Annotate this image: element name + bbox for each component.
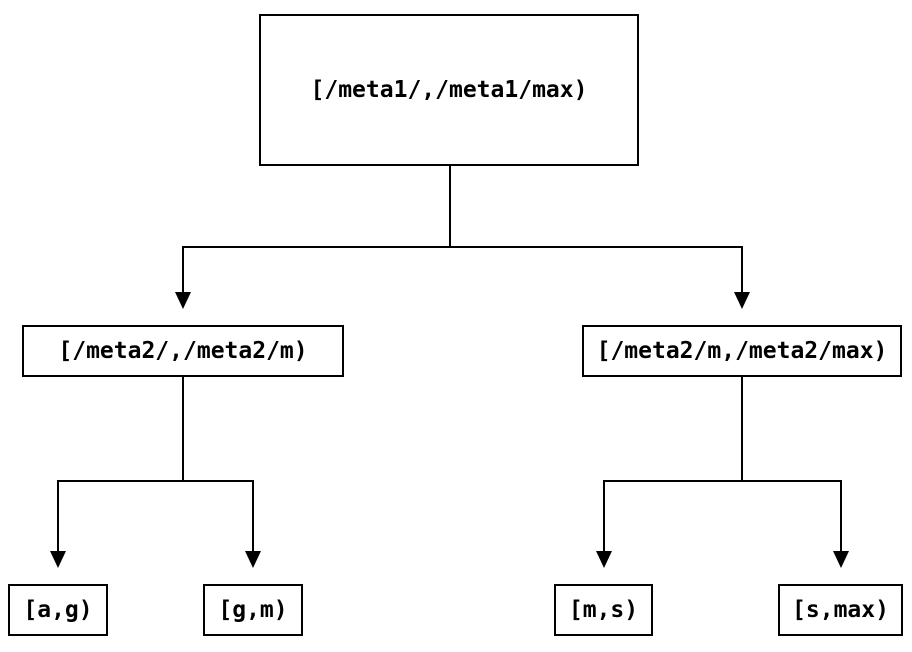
node-left-child-label: [/meta2/,/meta2/m) <box>58 338 308 364</box>
node-left-child: [/meta2/,/meta2/m) <box>22 325 344 377</box>
node-leaf-ag: [a,g) <box>8 584 108 636</box>
node-root: [/meta1/,/meta1/max) <box>259 14 639 166</box>
node-leaf-ms: [m,s) <box>554 584 653 636</box>
node-right-child-label: [/meta2/m,/meta2/max) <box>596 338 888 364</box>
node-right-child: [/meta2/m,/meta2/max) <box>582 325 902 377</box>
arrowhead-icon <box>175 292 191 309</box>
arrowhead-icon <box>734 292 750 309</box>
arrowhead-icon <box>245 551 261 568</box>
node-leaf-gm-label: [g,m) <box>218 597 288 623</box>
node-leaf-smax: [s,max) <box>778 584 903 636</box>
node-leaf-ag-label: [a,g) <box>23 597 93 623</box>
node-leaf-ms-label: [m,s) <box>568 597 639 623</box>
node-leaf-gm: [g,m) <box>203 584 303 636</box>
node-root-label: [/meta1/,/meta1/max) <box>310 77 588 103</box>
arrowhead-icon <box>596 551 612 568</box>
node-leaf-smax-label: [s,max) <box>792 597 889 623</box>
arrowhead-icon <box>833 551 849 568</box>
arrowhead-icon <box>50 551 66 568</box>
